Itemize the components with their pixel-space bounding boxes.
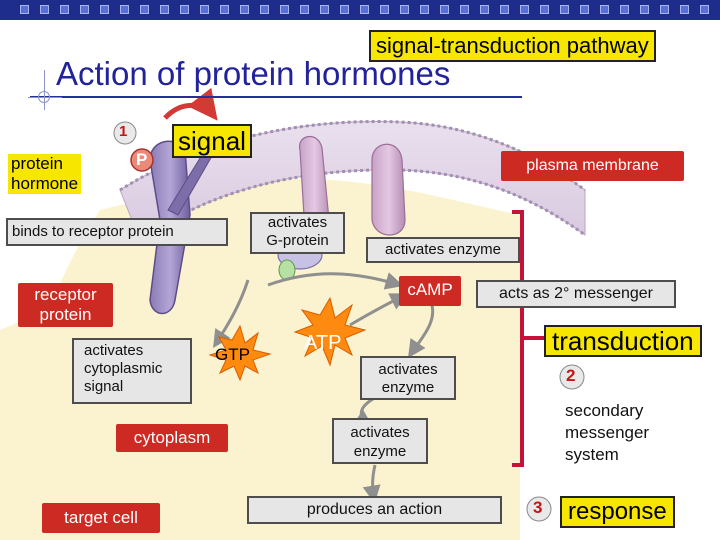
nav-square	[220, 5, 229, 14]
secondary-line2: messenger	[565, 423, 650, 442]
activates-cyto-line3: signal	[84, 378, 124, 395]
activates-enzyme-low-line2: enzyme	[353, 443, 407, 460]
nav-square	[660, 5, 669, 14]
protein-hormone-label: protein hormone	[8, 154, 82, 194]
arrow-gprotein-to-cytosignal	[213, 279, 250, 349]
nav-square	[320, 5, 329, 14]
gtp-starburst	[208, 324, 272, 382]
activates-enzyme-mid-line2: enzyme	[381, 379, 435, 396]
nav-square	[100, 5, 109, 14]
nav-square	[700, 5, 709, 14]
activates-enzyme-low-line1: activates	[350, 424, 410, 441]
activates-cyto-line1: activates	[84, 342, 144, 359]
step2-circle	[559, 364, 585, 390]
atp-label: ATP	[304, 332, 342, 354]
activates-enzyme-mid-label: activates enzyme	[360, 356, 456, 400]
nav-square	[40, 5, 49, 14]
pathway-badge: signal-transduction pathway	[369, 30, 656, 62]
nav-square	[620, 5, 629, 14]
response-label: response	[560, 496, 675, 528]
receptor-protein-line1: receptor	[34, 285, 97, 304]
nav-square	[140, 5, 149, 14]
activates-enzyme-top-label: activates enzyme	[366, 237, 520, 263]
hormone-p-circle	[130, 148, 154, 172]
p-label: P	[136, 150, 148, 169]
produces-action-label: produces an action	[247, 496, 502, 524]
nav-square	[300, 5, 309, 14]
nav-square	[460, 5, 469, 14]
step1-circle	[113, 121, 137, 145]
nav-square	[680, 5, 689, 14]
protein-hormone-line1: protein	[11, 154, 63, 173]
step2-number: 2	[566, 366, 576, 385]
crosshair-circle	[38, 91, 50, 103]
secondary-line3: system	[565, 445, 619, 464]
activates-enzyme-mid-line1: activates	[378, 361, 438, 378]
gtp-label: GTP	[215, 345, 250, 364]
title-underline	[30, 96, 522, 98]
nav-square	[420, 5, 429, 14]
nav-square	[400, 5, 409, 14]
signal-arrow	[163, 87, 218, 121]
step3-circle	[526, 496, 552, 522]
receptor-protein-line2: protein	[39, 305, 92, 324]
arrow-to-camp	[267, 272, 404, 290]
page-title: Action of protein hormones	[56, 55, 451, 92]
nav-square	[640, 5, 649, 14]
activates-gprotein-line2: G-protein	[266, 232, 329, 249]
activates-enzyme-low-label: activates enzyme	[332, 418, 428, 464]
nav-square	[500, 5, 509, 14]
nav-square	[340, 5, 349, 14]
camp-label: cAMP	[399, 276, 461, 306]
transduction-label: transduction	[544, 325, 702, 357]
cytoplasm-label: cytoplasm	[116, 424, 228, 452]
activates-cyto-signal-label: activates cytoplasmic signal	[72, 338, 192, 404]
nav-square	[80, 5, 89, 14]
secondary-line1: secondary	[565, 401, 644, 420]
nav-square	[120, 5, 129, 14]
binds-receptor-label: binds to receptor protein	[6, 218, 228, 246]
secondary-messenger-label: secondary messenger system	[565, 400, 649, 466]
nav-square	[200, 5, 209, 14]
nav-square	[380, 5, 389, 14]
nav-square	[180, 5, 189, 14]
atp-starburst	[293, 296, 367, 367]
enzyme-shape	[371, 143, 406, 236]
nav-square	[520, 5, 529, 14]
nav-square	[240, 5, 249, 14]
nav-square	[560, 5, 569, 14]
target-cell-label: target cell	[42, 503, 160, 533]
plasma-membrane-label: plasma membrane	[501, 151, 684, 181]
signal-label: signal	[172, 124, 252, 158]
nav-square	[600, 5, 609, 14]
activates-gprotein-line1: activates	[267, 214, 328, 231]
nav-square	[540, 5, 549, 14]
nav-square	[280, 5, 289, 14]
nav-square	[480, 5, 489, 14]
nav-square	[160, 5, 169, 14]
top-navigation-bar	[0, 0, 720, 20]
activates-gprotein-label: activates G-protein	[250, 212, 345, 254]
nav-square	[60, 5, 69, 14]
nav-square	[20, 5, 29, 14]
acts-as-messenger-label: acts as 2° messenger	[476, 280, 676, 308]
activates-cyto-line2: cytoplasmic	[84, 360, 163, 377]
step3-number: 3	[533, 498, 543, 517]
nav-square	[580, 5, 589, 14]
nav-square	[360, 5, 369, 14]
protein-hormone-line2: hormone	[11, 174, 79, 193]
crosshair-vertical	[44, 70, 45, 110]
step1-number: 1	[119, 123, 128, 140]
nav-square	[260, 5, 269, 14]
nav-square	[440, 5, 449, 14]
receptor-protein-label: receptor protein	[18, 283, 113, 327]
